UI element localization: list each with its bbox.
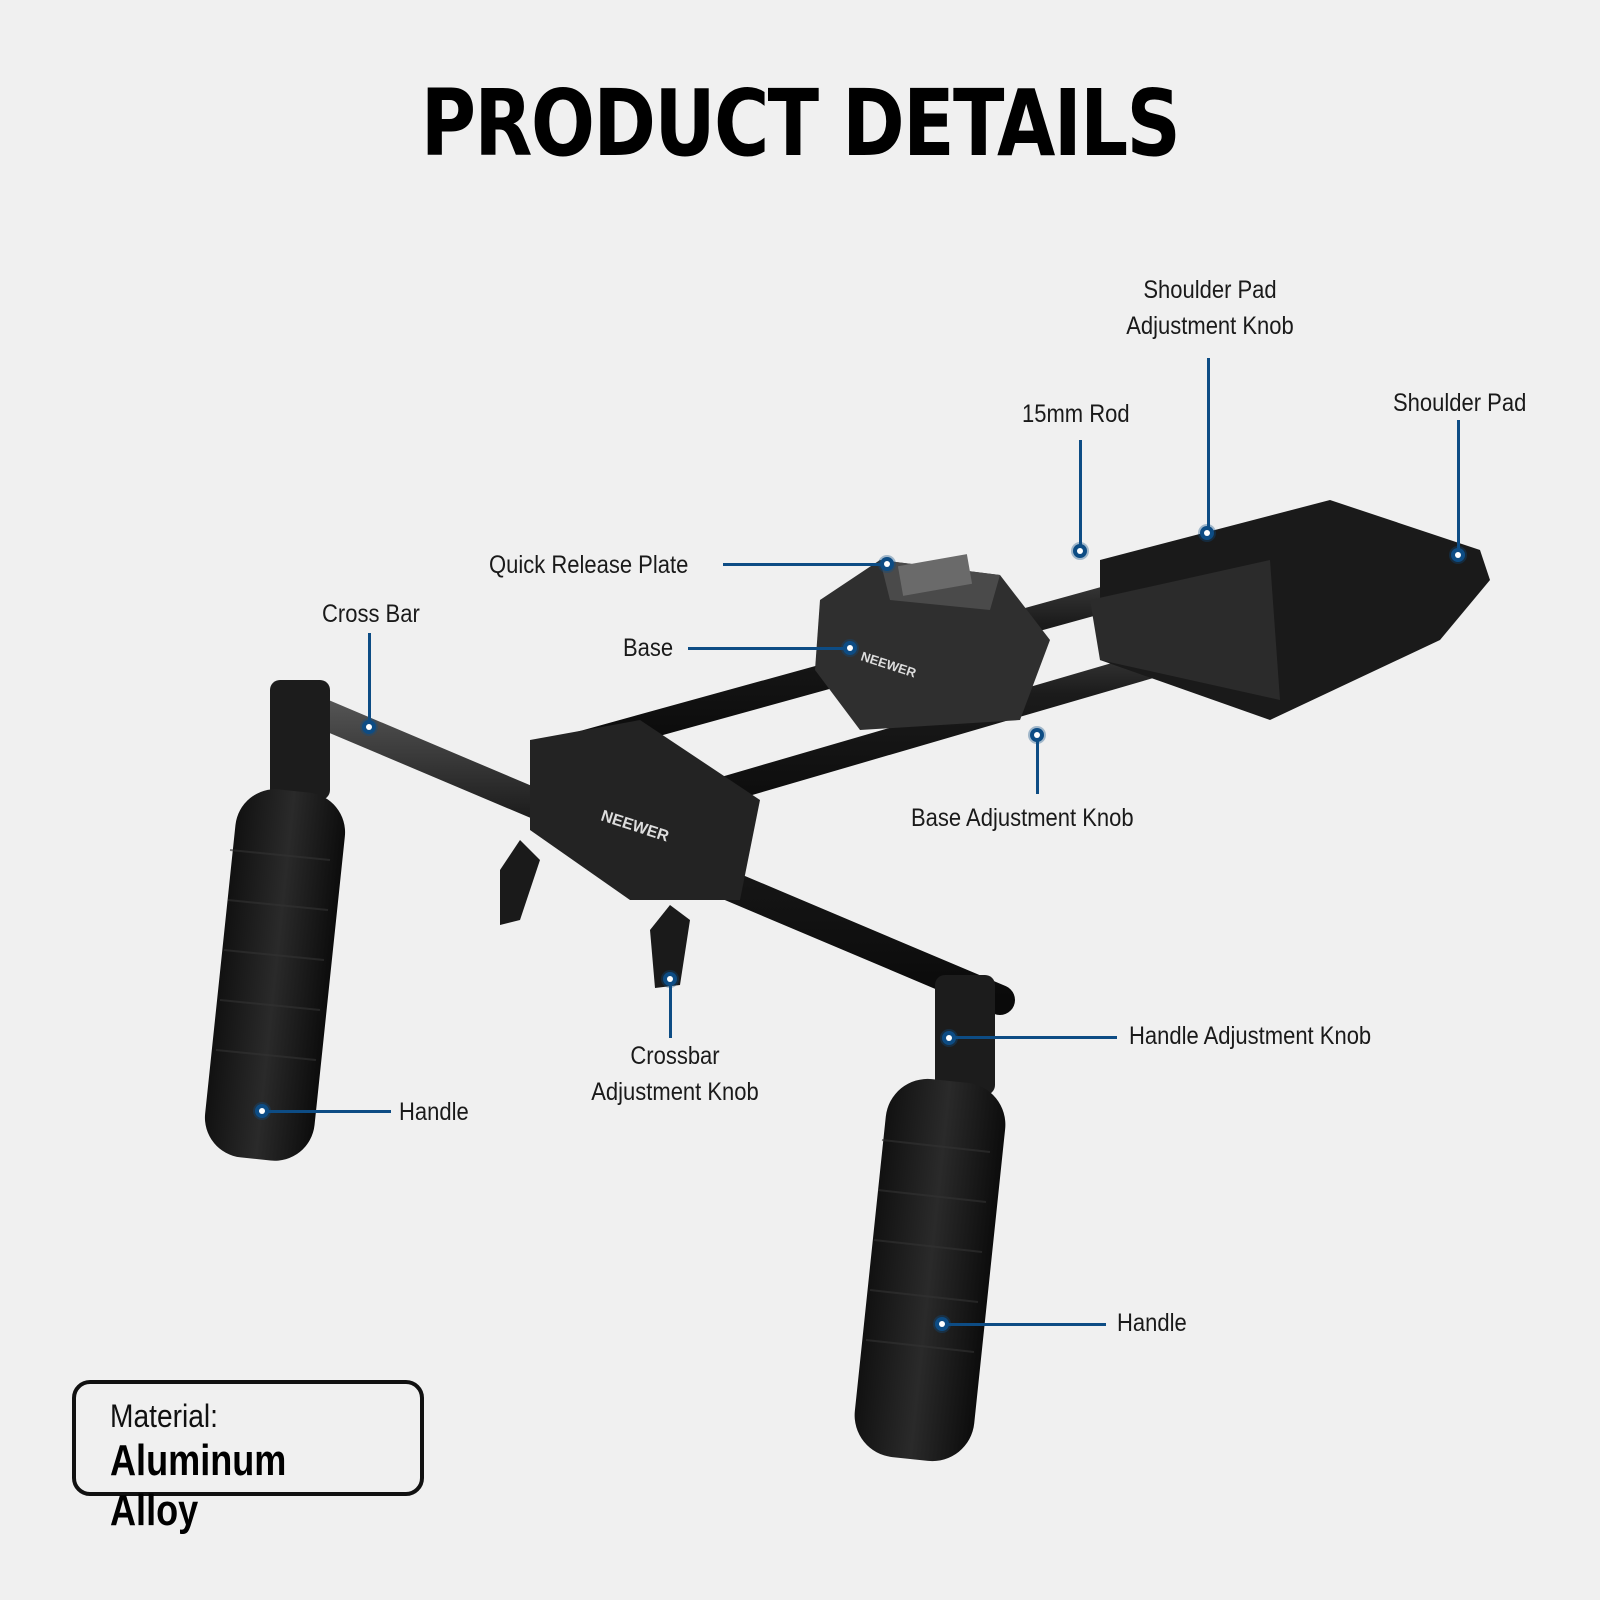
material-badge: Material: Aluminum Alloy <box>72 1380 424 1535</box>
callout-dot <box>362 720 376 734</box>
page-title: PRODUCT DETAILS <box>420 70 1181 177</box>
callout-base-adjustment-knob: Base Adjustment Knob <box>911 804 1134 832</box>
callout-line <box>948 1323 1106 1326</box>
callout-label: Shoulder Pad <box>1143 276 1277 304</box>
callout-label: Adjustment Knob <box>1126 312 1294 340</box>
callout-label: Adjustment Knob <box>591 1078 759 1106</box>
callout-line <box>1207 358 1210 530</box>
callout-dot <box>935 1317 949 1331</box>
callout-dot <box>1073 544 1087 558</box>
callout-dot <box>843 641 857 655</box>
callout-line <box>669 978 672 1038</box>
callout-dot <box>1030 728 1044 742</box>
callout-handle-left: Handle <box>399 1098 469 1126</box>
callout-label: Crossbar <box>630 1042 720 1070</box>
callout-line <box>1457 420 1460 556</box>
callout-shoulder-pad-knob: Shoulder Pad Adjustment Knob <box>1104 272 1315 344</box>
callout-line <box>368 633 371 725</box>
callout-dot <box>663 972 677 986</box>
callout-line <box>723 563 883 566</box>
material-value: Aluminum Alloy <box>110 1436 287 1535</box>
callout-quick-release-plate: Quick Release Plate <box>489 551 689 579</box>
callout-rod: 15mm Rod <box>1022 400 1130 428</box>
material-label: Material: <box>110 1398 218 1434</box>
callout-handle-adjustment-knob: Handle Adjustment Knob <box>1129 1022 1372 1050</box>
callout-dot <box>255 1104 269 1118</box>
callout-line <box>268 1110 391 1113</box>
callout-line <box>950 1036 1117 1039</box>
callout-dot <box>1451 548 1465 562</box>
callout-crossbar-adjustment-knob: Crossbar Adjustment Knob <box>574 1038 776 1110</box>
callout-shoulder-pad: Shoulder Pad <box>1393 389 1527 417</box>
callout-dot <box>942 1031 956 1045</box>
callout-dot <box>880 557 894 571</box>
callout-dot <box>1200 526 1214 540</box>
callout-line <box>1079 440 1082 550</box>
callout-handle-right: Handle <box>1117 1309 1187 1337</box>
callout-line <box>688 647 848 650</box>
callout-line <box>1036 736 1039 794</box>
callout-base: Base <box>623 634 674 662</box>
callout-cross-bar: Cross Bar <box>322 600 420 628</box>
